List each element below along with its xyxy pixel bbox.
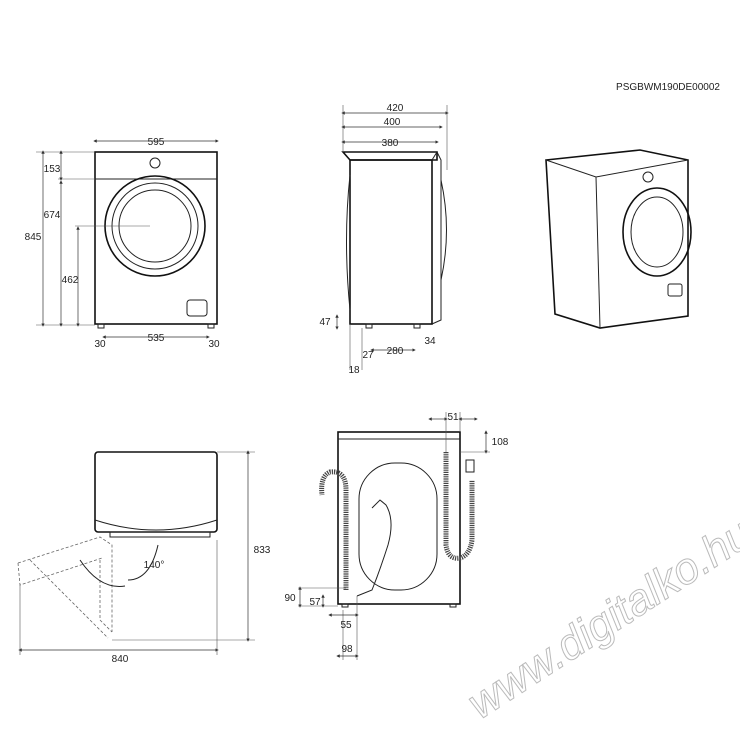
side-view: 420 400 380 47 27 280 34 18 bbox=[319, 103, 449, 376]
dim-depth-mid: 400 bbox=[384, 117, 401, 128]
dim-total-depth: 840 bbox=[112, 654, 129, 665]
dim-depth-body: 380 bbox=[382, 138, 399, 149]
dim-door-top: 674 bbox=[44, 210, 61, 221]
dim-cable-offset: 98 bbox=[341, 644, 353, 655]
front-view: 595 153 674 845 462 30 535 30 bbox=[25, 137, 220, 350]
dim-door-height: 833 bbox=[254, 545, 271, 556]
dim-foot-right: 30 bbox=[208, 339, 220, 350]
dim-door-center: 462 bbox=[62, 275, 79, 286]
dim-foot-front: 27 bbox=[362, 350, 374, 361]
dim-width: 595 bbox=[148, 137, 165, 148]
dim-cable-height: 57 bbox=[309, 597, 321, 608]
dim-depth-total: 420 bbox=[387, 103, 404, 114]
dim-door-angle: 140° bbox=[144, 560, 165, 571]
dim-foot-rear: 34 bbox=[424, 336, 436, 347]
dim-foot-height: 47 bbox=[319, 317, 331, 328]
watermark: www.digitalko.hu bbox=[459, 509, 740, 729]
model-code: PSGBWM190DE00002 bbox=[616, 82, 720, 93]
rear-view: 51 108 90 57 55 98 bbox=[284, 412, 509, 660]
dim-foot-span-side: 280 bbox=[387, 346, 404, 357]
dim-foot-offset: 18 bbox=[348, 365, 360, 376]
dim-drain-offset: 55 bbox=[340, 620, 352, 631]
dim-drain-height: 90 bbox=[284, 593, 296, 604]
dim-foot-left: 30 bbox=[94, 339, 106, 350]
door-open-view: 833 140° 840 bbox=[17, 450, 271, 665]
dim-inlet-height: 108 bbox=[492, 437, 509, 448]
perspective-view bbox=[545, 149, 692, 329]
dim-top-panel: 153 bbox=[44, 164, 61, 175]
dim-inlet-offset: 51 bbox=[447, 412, 459, 423]
dim-foot-span: 535 bbox=[148, 333, 165, 344]
dim-total-height: 845 bbox=[25, 232, 42, 243]
